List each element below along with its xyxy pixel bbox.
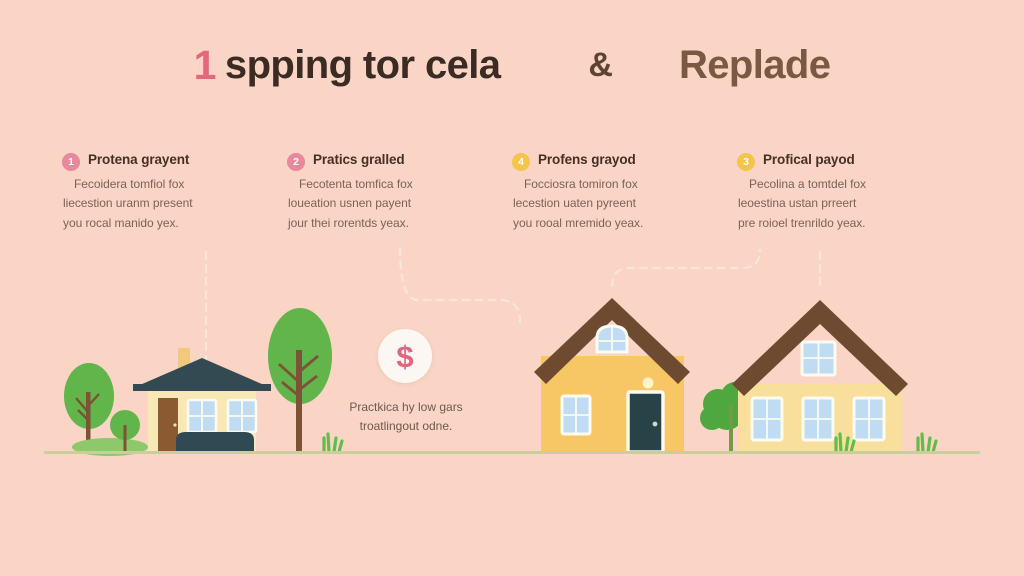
- column-4-body: Pecolina a tomtdel fox leoestina ustan p…: [737, 175, 962, 233]
- column-1-header: 1 Protena grayent: [62, 152, 287, 171]
- gabled-window-lower: [560, 394, 592, 436]
- column-2-title: Pratics gralled: [313, 152, 405, 167]
- ground-line: [44, 451, 980, 454]
- large-window-lower-2: [801, 396, 835, 442]
- column-3-line-1: Focciosra tomiron fox: [524, 177, 638, 191]
- house-large: [732, 300, 908, 452]
- large-roof: [732, 300, 908, 396]
- bush-left-icon: [110, 410, 140, 452]
- grass-tuft-mid-icon: [834, 432, 856, 454]
- feature-column-3: 4 Profens grayod Focciosra tomiron fox l…: [512, 152, 737, 252]
- tree-small-left-icon: [64, 363, 148, 456]
- column-2-line-3: jour thei rorentds yeax.: [288, 215, 409, 230]
- cottage-window-left: [186, 398, 218, 434]
- column-1-line-3: you rocal manido yex.: [63, 215, 179, 230]
- feature-columns: 1 Protena grayent Fecoidera tomfiol fox …: [62, 152, 962, 252]
- column-4-title: Profical payod: [763, 152, 855, 167]
- column-1-title: Protena grayent: [88, 152, 190, 167]
- cottage-door: [158, 398, 178, 452]
- column-3-header: 4 Profens grayod: [512, 152, 737, 171]
- dollar-caption-line-1: Practkica hy low gars: [349, 400, 463, 414]
- gabled-lamp-icon: [642, 377, 654, 389]
- page-title: 1 spping tor cela & Replade: [0, 36, 1024, 94]
- dollar-sign-icon: $: [396, 338, 414, 374]
- gabled-arched-window: [595, 324, 629, 354]
- large-window-upper: [800, 340, 837, 377]
- cottage-hedge: [176, 432, 254, 452]
- column-3-body: Focciosra tomiron fox lecestion uaten py…: [512, 175, 737, 233]
- column-2-body: Fecotenta tomfica fox loueation usnen pa…: [287, 175, 512, 233]
- column-3-badge: 4: [512, 153, 530, 171]
- feature-column-1: 1 Protena grayent Fecoidera tomfiol fox …: [62, 152, 287, 252]
- column-2-badge: 2: [287, 153, 305, 171]
- grass-tuft-right-icon: [916, 432, 938, 454]
- house-small-cottage: [133, 348, 271, 452]
- column-4-line-1: Pecolina a tomtdel fox: [749, 177, 866, 191]
- column-3-title: Profens grayod: [538, 152, 636, 167]
- column-4-line-2: leoestina ustan prreert: [738, 196, 857, 211]
- column-1-body: Fecoidera tomfiol fox liecestion uranm p…: [62, 175, 287, 233]
- tree-tall-left-icon: [268, 308, 332, 452]
- column-4-line-3: pre roioel trenrildo yeax.: [738, 215, 866, 230]
- column-2-line-2: loueation usnen payent: [288, 196, 412, 211]
- large-window-lower-3: [852, 396, 886, 442]
- gabled-door: [626, 390, 665, 454]
- grass-tuft-left-icon: [322, 432, 344, 454]
- title-main-text: spping tor cela: [224, 42, 501, 87]
- column-2-line-1: Fecotenta tomfica fox: [299, 177, 413, 191]
- cottage-roof: [133, 358, 271, 388]
- house-gabled: [534, 298, 690, 454]
- dollar-caption-line-2: troatlingout odne.: [359, 419, 453, 434]
- feature-column-2: 2 Pratics gralled Fecotenta tomfica fox …: [287, 152, 512, 252]
- column-4-badge: 3: [737, 153, 755, 171]
- column-3-line-2: lecestion uaten pyreent: [513, 196, 636, 211]
- column-2-header: 2 Pratics gralled: [287, 152, 512, 171]
- large-window-lower-1: [750, 396, 784, 442]
- title-alt-text: Replade: [678, 42, 831, 87]
- column-1-line-2: liecestion uranm present: [63, 196, 193, 211]
- title-ampersand: &: [588, 45, 613, 84]
- gabled-roof: [534, 298, 690, 384]
- dollar-badge: $: [378, 329, 432, 383]
- column-1-badge: 1: [62, 153, 80, 171]
- feature-column-4: 3 Profical payod Pecolina a tomtdel fox …: [737, 152, 962, 252]
- cottage-window-right: [226, 398, 258, 434]
- column-1-line-1: Fecoidera tomfiol fox: [74, 177, 185, 191]
- column-3-line-3: you rooal mremido yeax.: [513, 215, 644, 230]
- title-number: 1: [193, 41, 217, 88]
- column-4-header: 3 Profical payod: [737, 152, 962, 171]
- dollar-caption: Practkica hy low gars troatlingout odne.: [330, 398, 482, 436]
